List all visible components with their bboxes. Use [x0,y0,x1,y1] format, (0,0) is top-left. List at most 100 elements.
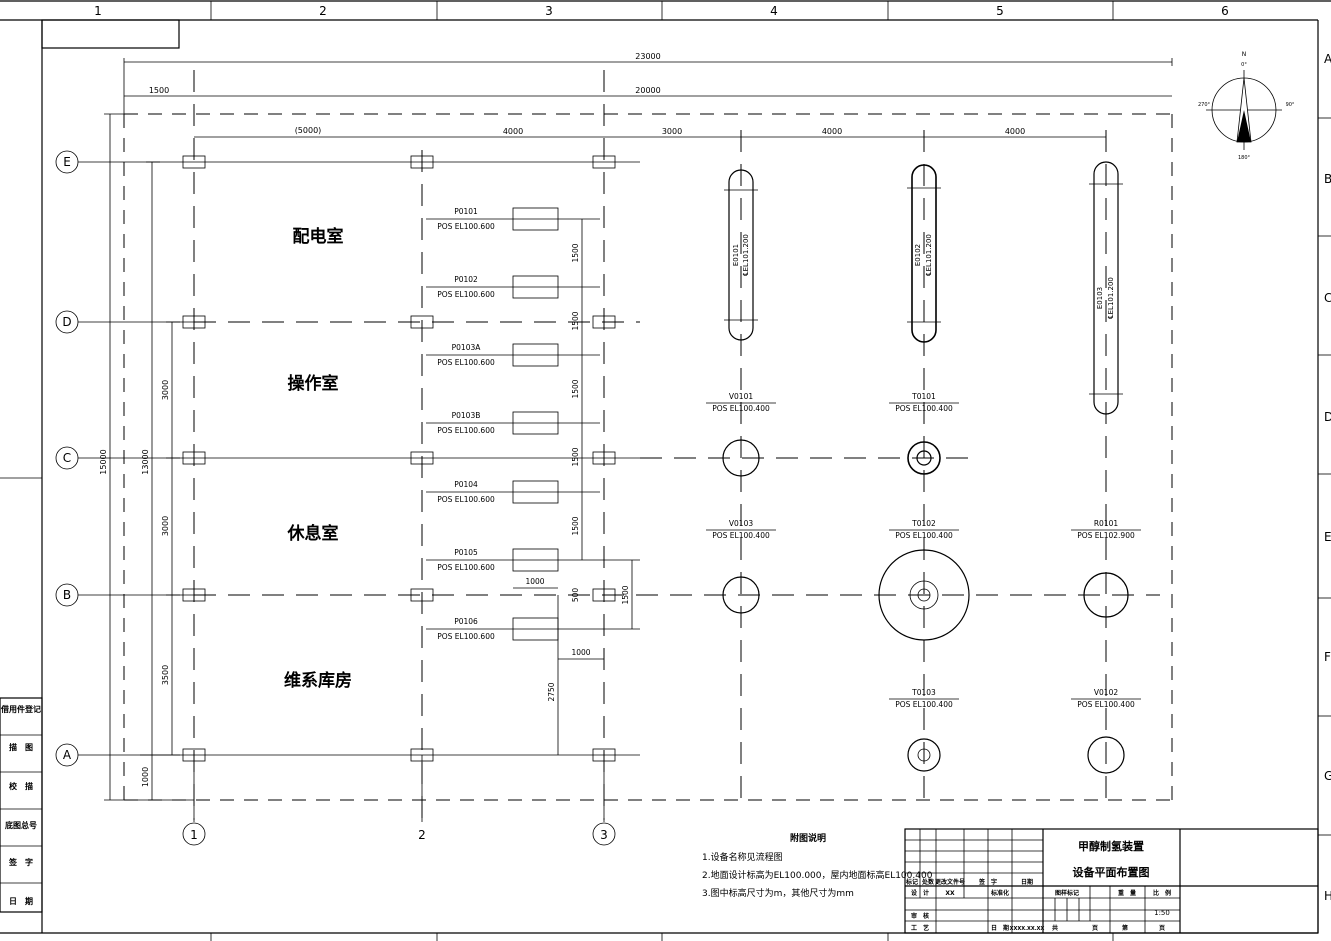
building-outline [123,70,1173,820]
compass-icon: N 0° 90° 180° 270° [1198,51,1295,161]
vessel-v0101: V0101 POS EL100.400 [706,392,776,477]
compass-0: 0° [1241,62,1247,68]
svg-text:标记: 标记 [905,878,918,886]
title-block: 甲醇制氢装置 设备平面布置图 标记 处数 更改文件号 签 字 日期 设 计 XX… [904,828,1319,934]
col-label: 2 [319,4,327,18]
svg-text:处数: 处数 [921,878,935,886]
compass-90: 90° [1286,102,1295,108]
svg-text:T0101: T0101 [911,392,936,401]
dim-h1000a: 1000 [525,577,544,586]
note-3: 3.图中标高尺寸为m，其他尺寸为mm [702,887,854,899]
svg-text:℄EL101.200: ℄EL101.200 [925,234,933,276]
axis-a: A [63,748,72,762]
vessel-t0101: T0101 POS EL100.400 [889,392,959,475]
row-label: F [1324,650,1331,664]
dim-4000c: 4000 [1005,127,1025,136]
svg-text:比 例: 比 例 [1153,889,1171,897]
vessel-r0101: R0101 POS EL102.900 [1071,519,1141,618]
compass-180: 180° [1238,155,1251,161]
svg-text:R0101: R0101 [1094,519,1119,528]
room-power: 配电室 [293,226,344,247]
row-labels: A B C D E F G H [1324,52,1331,903]
dim-4000b: 4000 [822,127,842,136]
pump-p0102: P0102 POS EL100.600 [426,275,600,299]
svg-text:描 图: 描 图 [9,742,33,752]
svg-text:工 艺: 工 艺 [911,924,929,932]
dim-4000a: 4000 [503,127,523,136]
svg-text:日 期: 日 期 [991,924,1009,932]
dim-left-margin: 1500 [149,86,169,95]
col-label: 1 [94,4,102,18]
svg-text:T0102: T0102 [911,519,936,528]
svg-text:POS EL100.600: POS EL100.600 [437,632,495,641]
note-1: 1.设备名称见流程图 [702,851,783,863]
svg-text:P0101: P0101 [454,207,478,216]
notes-title: 附图说明 [790,832,826,844]
row-label: A [1324,52,1331,66]
dim-span: 20000 [635,86,660,95]
svg-text:POS EL100.400: POS EL100.400 [712,404,770,413]
svg-text:标准化: 标准化 [990,889,1009,897]
grid-axis-lines [78,161,640,822]
vessel-t0102: T0102 POS EL100.400 [878,519,970,641]
vessel-t0103: T0103 POS EL100.400 [889,688,959,772]
row-label: D [1324,410,1331,424]
svg-text:E0103: E0103 [1096,287,1104,309]
drawing-notes: 附图说明 1.设备名称见流程图 2.地面设计标高为EL100.000，屋内地面标… [702,832,933,899]
svg-text:P0105: P0105 [454,548,478,557]
note-2: 2.地面设计标高为EL100.000，屋内地面标高EL100.400 [702,869,933,881]
col-label: 5 [996,4,1004,18]
svg-text:POS EL100.400: POS EL100.400 [895,531,953,540]
svg-text:V0102: V0102 [1094,688,1118,697]
pump-p0105: P0105 POS EL100.600 [426,548,640,572]
row-label: H [1324,889,1331,903]
dim-p500: 500 [571,588,580,603]
vessel-v0103: V0103 POS EL100.400 [706,519,776,614]
dim-overall: 23000 [635,52,660,61]
left-dimensions: 15000 13000 3000 3000 3500 1000 [99,113,194,801]
svg-text:V0101: V0101 [729,392,753,401]
dim-p1500b: 1500 [571,311,580,330]
svg-text:E0102: E0102 [914,244,922,266]
svg-text:页: 页 [1092,924,1098,932]
dim-h1000b: 1000 [571,648,590,657]
row-label: E [1324,530,1331,544]
dim-p1500d: 1500 [571,447,580,466]
svg-text:日期: 日期 [1021,878,1033,886]
title-drawing: 设备平面布置图 [1073,865,1150,879]
exchanger-e0103: E0103 ℄EL101.200 [1089,161,1123,415]
svg-text:页: 页 [1159,924,1165,932]
svg-text:借用件登记: 借用件登记 [0,704,41,714]
dim-3000b: 3000 [161,516,170,536]
svg-text:POS EL100.600: POS EL100.600 [437,290,495,299]
svg-text:P0102: P0102 [454,275,478,284]
svg-text:第: 第 [1121,924,1128,932]
svg-text:POS EL100.600: POS EL100.600 [437,426,495,435]
column-labels: 1 2 3 4 5 6 [94,4,1229,18]
row-label: G [1324,769,1331,783]
compass-north: N [1242,51,1247,58]
axis-bubbles: E D C B A 1 2 3 [55,150,616,846]
svg-text:V0103: V0103 [729,519,753,528]
axis-c: C [63,451,71,465]
dim-p1500a: 1500 [571,243,580,262]
axis-e: E [63,155,71,169]
svg-text:XX: XX [945,890,955,897]
svg-text:P0106: P0106 [454,617,478,626]
svg-text:POS EL100.600: POS EL100.600 [437,563,495,572]
pump-p0103a: P0103A POS EL100.600 [426,343,600,367]
svg-text:审 核: 审 核 [911,912,929,920]
room-storage: 维系库房 [284,670,352,691]
pump-p0101: P0101 POS EL100.600 [426,207,600,231]
vessel-v0102: V0102 POS EL100.400 [1071,688,1141,774]
svg-text:POS EL100.600: POS EL100.600 [437,222,495,231]
svg-text:重 量: 重 量 [1118,889,1136,897]
left-side-table: 借用件登记 描 图 校 描 底图总号 签 字 日 期 [0,697,43,913]
svg-text:P0104: P0104 [454,480,478,489]
row-label: C [1324,291,1331,305]
room-rest: 休息室 [287,523,339,544]
svg-text:POS EL100.400: POS EL100.400 [895,404,953,413]
svg-text:设 计: 设 计 [911,889,929,897]
